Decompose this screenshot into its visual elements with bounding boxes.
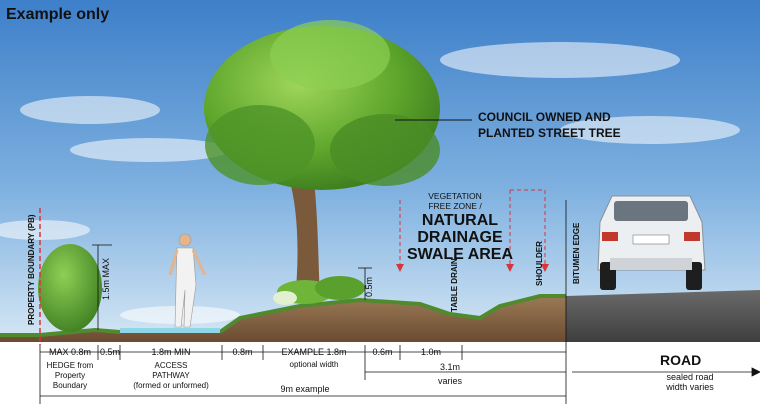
dim-path-label-3: (formed or unformed)	[133, 381, 209, 390]
dim-swale-total: 3.1m	[439, 362, 460, 372]
dim-path-label-1: ACCESS	[154, 361, 188, 370]
road-sub-2: width varies	[666, 382, 714, 392]
dim-drain-2: 1.0m	[420, 347, 441, 357]
shrubs	[273, 276, 365, 305]
grass-line	[0, 294, 566, 337]
dim-optional-label: optional width	[289, 360, 339, 369]
vegetation-label-line1: VEGETATION	[428, 191, 482, 201]
dim-path-width: 1.8m MIN	[151, 347, 191, 357]
street-tree	[204, 20, 440, 300]
dim-hedge-width: MAX 0.8m	[48, 347, 91, 357]
dim-path-label-2: PATHWAY	[152, 371, 190, 380]
dim-gap-1: 0.5m	[99, 347, 120, 357]
access-pathway-surface	[120, 328, 220, 333]
hedge	[38, 244, 102, 332]
dim-total-width: 9m example	[280, 384, 330, 394]
dim-hedge-label-3: Boundary	[52, 381, 88, 390]
dim-optional-width: EXAMPLE 1.8m	[281, 347, 347, 357]
title: Example only	[6, 6, 110, 23]
guide-lines	[39, 119, 567, 345]
dim-drain-1: 0.6m	[372, 347, 393, 357]
dim-hedge-label-1: HEDGE from	[46, 361, 94, 370]
dim-hedge-label-2: Property	[54, 371, 86, 380]
car	[597, 195, 706, 290]
swale-label-line3: SWALE AREA	[406, 246, 514, 263]
clouds	[0, 42, 740, 324]
street-tree-label-line2: PLANTED STREET TREE	[478, 126, 621, 140]
road-label: ROAD	[660, 352, 702, 368]
road-sub-1: sealed road	[666, 372, 714, 382]
dimension-lines	[39, 345, 760, 404]
road-surface	[566, 290, 760, 342]
verge-height-label: 0.5m	[364, 276, 374, 297]
property-boundary-label: PROPERTY BOUNDARY (PB)	[27, 214, 36, 325]
table-drain-label: TABLE DRAIN	[450, 258, 459, 312]
bitumen-edge-label: BITUMEN EDGE	[572, 222, 581, 284]
pedestrian	[168, 233, 207, 328]
vegetation-label-line2: FREE ZONE /	[428, 201, 482, 211]
dim-gap-2: 0.8m	[232, 347, 253, 357]
dim-swale-total-label: varies	[437, 376, 462, 386]
hedge-height-label: 1.5m MAX	[101, 257, 111, 300]
street-tree-label-line1: COUNCIL OWNED AND	[478, 110, 611, 124]
swale-label-line2: DRAINAGE	[417, 229, 503, 246]
shoulder-label: SHOULDER	[535, 241, 544, 286]
swale-label-line1: NATURAL	[421, 212, 499, 229]
